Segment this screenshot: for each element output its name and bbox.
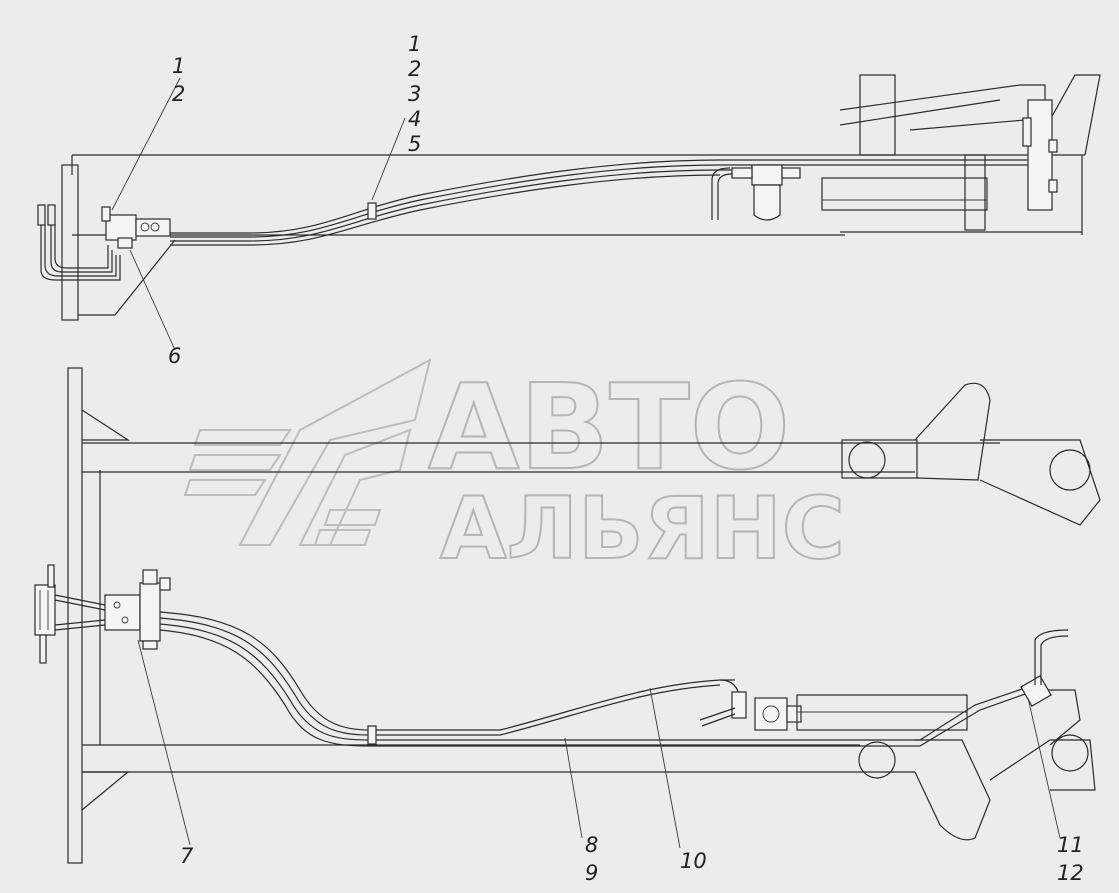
watermark-logo: АВТО АЛЬЯНС bbox=[183, 357, 846, 580]
bottom-view: 7 8 9 10 11 12 bbox=[34, 367, 1101, 885]
hose-line-top-2 bbox=[170, 164, 1030, 238]
hose-line-top-3 bbox=[170, 169, 740, 242]
valve-block-top bbox=[101, 206, 171, 249]
callout-1-mid: 1 bbox=[408, 32, 421, 56]
fitting-bottom-right bbox=[1020, 675, 1052, 707]
hose-bottom-3 bbox=[159, 623, 1026, 741]
tank-bottom bbox=[796, 694, 968, 731]
hose-clamp-top bbox=[367, 202, 377, 220]
hose-bottom-2 bbox=[159, 617, 721, 736]
rear-mount-top bbox=[859, 74, 896, 156]
tank-top bbox=[821, 177, 988, 211]
watermark-line2: АЛЬЯНС bbox=[440, 479, 845, 579]
callout-10: 10 bbox=[680, 849, 707, 873]
callout-7: 7 bbox=[180, 844, 194, 868]
hose-clamp-bottom bbox=[367, 725, 377, 745]
watermark-emblem bbox=[183, 358, 432, 546]
valve-block-bottom bbox=[104, 569, 171, 650]
callout-2-mid: 2 bbox=[408, 57, 421, 81]
top-view: 1 2 1 2 3 4 5 6 bbox=[37, 32, 1101, 368]
watermark-line1: АВТО bbox=[428, 358, 790, 496]
hose-line-top-4 bbox=[170, 174, 721, 246]
filter-bottom bbox=[699, 679, 802, 731]
callout-9: 9 bbox=[585, 861, 598, 885]
callout-3-mid: 3 bbox=[408, 82, 421, 106]
hose-bottom-4 bbox=[159, 629, 1029, 747]
callout-12: 12 bbox=[1057, 861, 1084, 885]
front-plate-bottom bbox=[67, 367, 83, 864]
front-connectors-bottom bbox=[34, 564, 106, 664]
hose-line-top-1 bbox=[170, 159, 1030, 234]
callout-1-left: 1 bbox=[172, 54, 185, 78]
hose-bottom-1 bbox=[159, 611, 735, 731]
callout-4-mid: 4 bbox=[408, 107, 421, 131]
callout-2-left: 2 bbox=[172, 82, 185, 106]
filter-top bbox=[711, 164, 801, 221]
callout-5-mid: 5 bbox=[408, 132, 421, 156]
callout-8: 8 bbox=[585, 833, 598, 857]
callout-6: 6 bbox=[168, 344, 181, 368]
cylinder-top bbox=[1027, 99, 1053, 211]
front-plate bbox=[61, 164, 79, 321]
callout-11: 11 bbox=[1057, 833, 1084, 857]
front-connectors bbox=[37, 204, 121, 281]
